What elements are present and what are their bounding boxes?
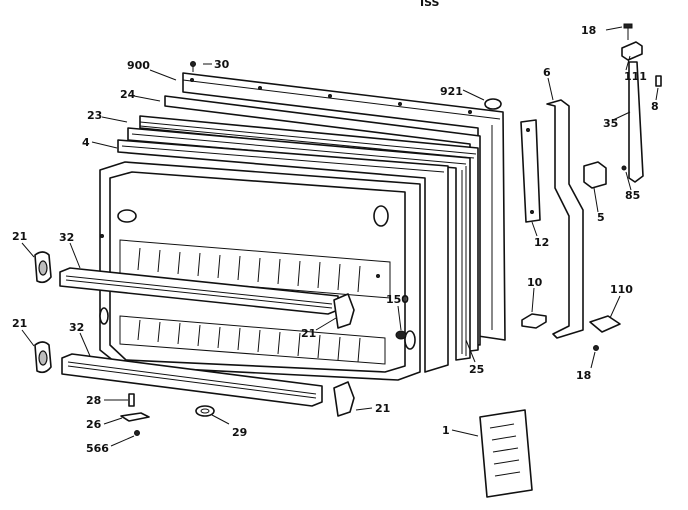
callout-150: 150	[386, 293, 409, 306]
callout-21-right-upper: 21	[301, 327, 316, 340]
hinge-pin-18-bottom	[593, 345, 599, 351]
callout-35: 35	[603, 117, 618, 130]
callout-12: 12	[534, 236, 549, 249]
callout-21-right-lower: 21	[375, 402, 390, 415]
cap-8	[655, 75, 662, 87]
callout-24: 24	[120, 88, 136, 101]
hinge-bracket-111	[621, 41, 643, 61]
callout-85: 85	[625, 189, 640, 202]
screw-30	[190, 61, 196, 72]
hinge-bar-6	[546, 99, 584, 339]
hinge-pin-18-top	[623, 23, 633, 40]
callout-900: 900	[127, 59, 150, 72]
grommet-29	[195, 405, 215, 417]
handle-strip-35	[628, 61, 644, 183]
shelf-end-cap-left-lower	[34, 341, 52, 374]
callout-111: 111	[624, 70, 647, 83]
cam-150	[395, 330, 407, 340]
callout-18-bottom: 18	[576, 369, 591, 382]
hinge-block-110	[589, 315, 621, 333]
callout-28: 28	[86, 394, 101, 407]
plug-921	[484, 98, 502, 110]
callout-5: 5	[597, 211, 605, 224]
header-fragment: ISS	[420, 0, 440, 9]
hinge-85-screw	[621, 165, 627, 171]
inner-door-liner	[99, 139, 449, 381]
callout-6: 6	[543, 66, 551, 79]
callout-30: 30	[214, 58, 230, 71]
callout-10: 10	[527, 276, 543, 289]
shelf-end-cap-right-lower	[333, 381, 355, 417]
trim-12	[520, 119, 541, 223]
callout-110: 110	[610, 283, 633, 296]
callout-21-left-lower: 21	[12, 317, 27, 330]
callout-32-upper: 32	[59, 231, 74, 244]
bracket-26	[120, 412, 150, 422]
hinge-block-5	[583, 161, 607, 189]
callout-21-left-upper: 21	[12, 230, 27, 243]
callout-labels: 18 900 30 111 6 921 8 24 35 23 4 85 5 21…	[12, 24, 659, 455]
bracket-10	[521, 313, 547, 329]
callout-566: 566	[86, 442, 109, 455]
shelf-end-cap-right-upper	[333, 293, 355, 329]
spacer-28	[128, 393, 135, 407]
callout-1: 1	[442, 424, 450, 437]
leader-lines	[21, 26, 659, 447]
callout-25: 25	[469, 363, 484, 376]
literature-booklet-1	[479, 409, 533, 498]
callout-921: 921	[440, 85, 463, 98]
callout-32-lower: 32	[69, 321, 84, 334]
callout-4: 4	[82, 136, 90, 149]
shelf-bar-lower	[61, 353, 323, 407]
callout-23: 23	[87, 109, 102, 122]
callout-8: 8	[651, 100, 659, 113]
shelf-end-cap-left-upper	[34, 251, 52, 284]
callout-29: 29	[232, 426, 247, 439]
callout-18-top: 18	[581, 24, 596, 37]
callout-26: 26	[86, 418, 102, 431]
screw-566	[134, 430, 140, 436]
